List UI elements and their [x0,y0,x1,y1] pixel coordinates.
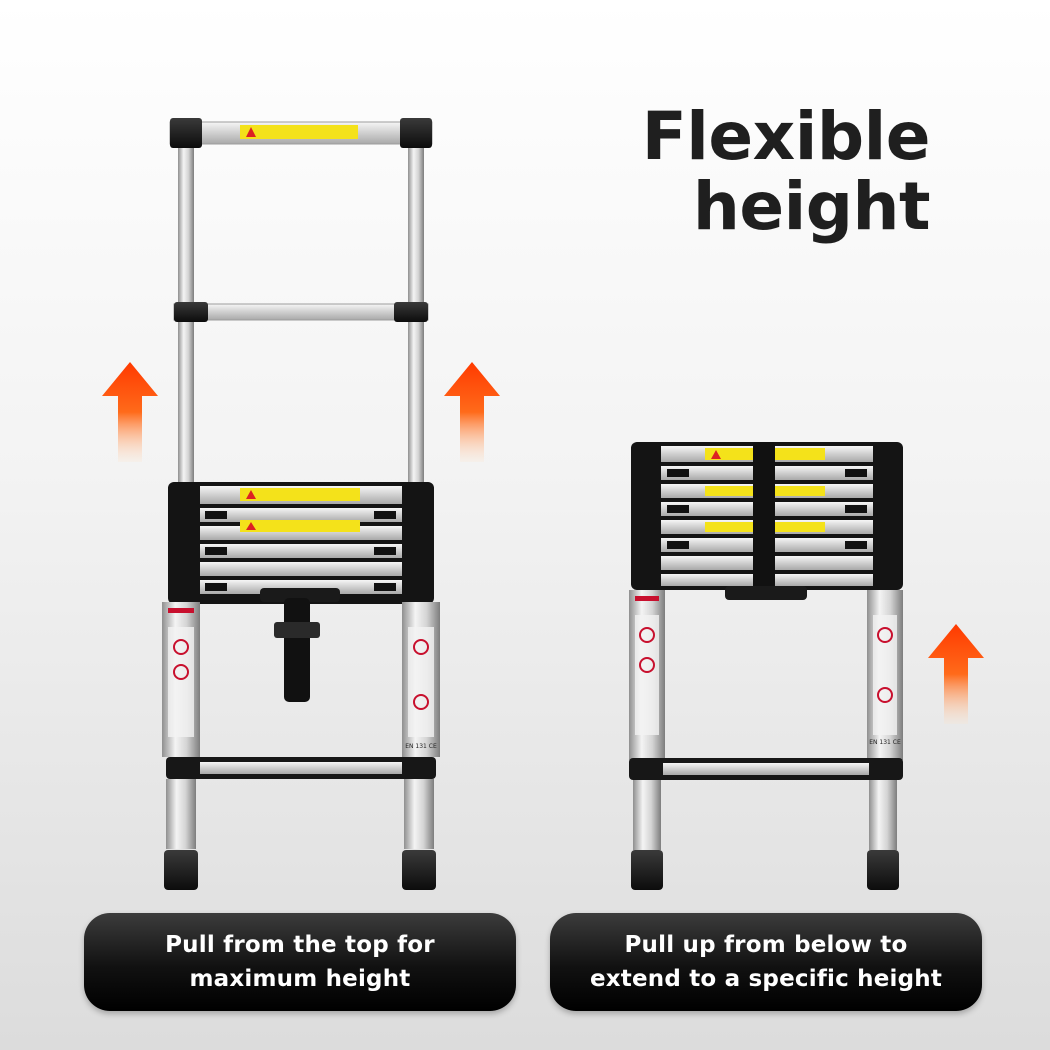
headline: Flexible height [560,98,931,245]
caption-left-line-1: Pull from the top for [165,932,435,958]
caption-pill-left: Pull from the top for maximum height [84,913,516,1011]
ladder-marking: EN 131 CE [405,743,437,750]
caption-text-right: Pull up from below to extend to a specif… [590,928,942,996]
ladder-partial-image: EN 131 CE [629,442,903,890]
up-arrow-icon [928,624,984,724]
caption-pill-right: Pull up from below to extend to a specif… [550,913,982,1011]
caption-left-line-2: maximum height [189,966,411,992]
headline-line-1: Flexible [641,98,931,175]
ladder-marking: EN 131 CE [869,739,901,746]
up-arrow-icon [102,362,158,462]
caption-right-line-2: extend to a specific height [589,966,943,992]
caption-right-line-1: Pull up from below to [624,932,908,958]
up-arrow-icon [444,362,500,462]
caption-text-left: Pull from the top for maximum height [165,928,435,996]
ladder-extended-image: EN 131 CE [162,118,440,890]
headline-line-2: height [692,168,931,245]
